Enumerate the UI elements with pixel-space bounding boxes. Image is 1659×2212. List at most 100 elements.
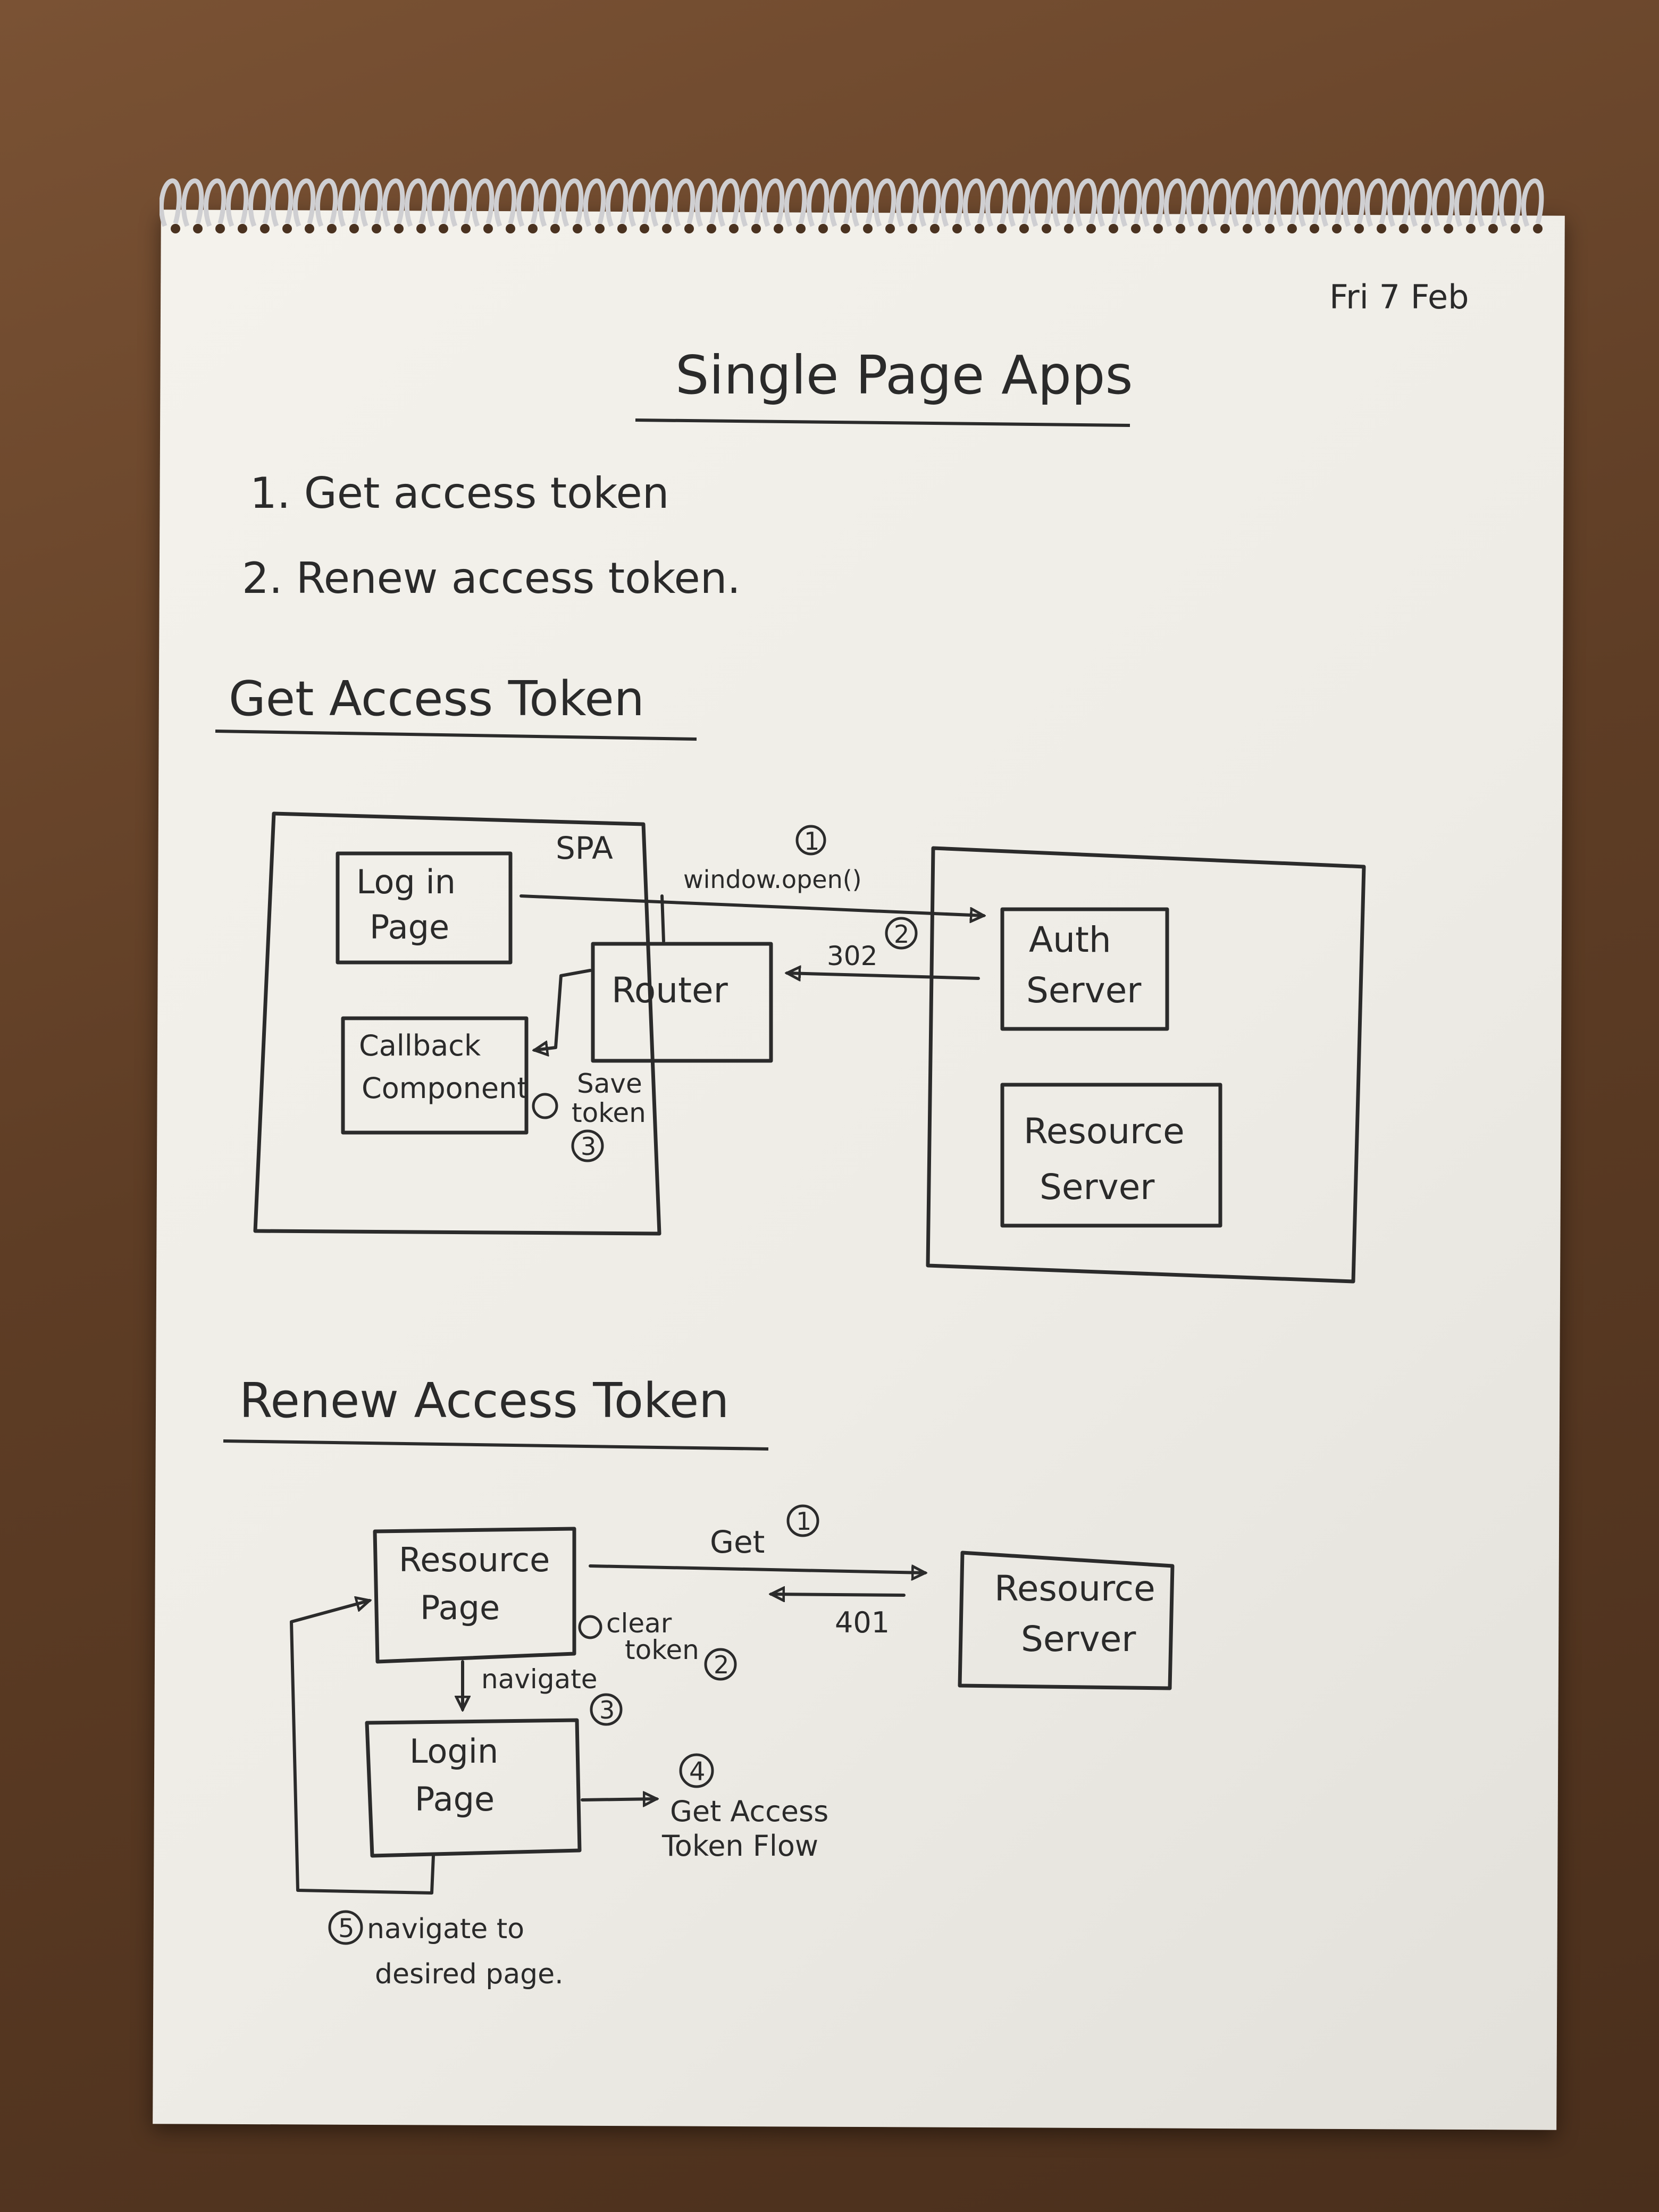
spiral-ring [560,178,584,227]
spiral-ring [1409,178,1432,227]
list-item-2: 2. Renew access token. [242,554,741,603]
spiral-hole [774,224,783,233]
callback-label-line2: Component [362,1071,529,1105]
spiral-ring [292,178,316,227]
spiral-ring [694,178,718,227]
spiral-ring [761,178,785,227]
spiral-hole [416,224,426,233]
spiral-ring [1253,178,1276,227]
spiral-ring [449,178,472,227]
spiral-ring [672,178,696,227]
spiral-hole [1377,224,1386,233]
spiral-hole [952,224,962,233]
list-item-1: 1. Get access token [250,468,669,518]
step1-circle [795,825,826,856]
login-page-label-line2: Page [370,908,449,946]
router-to-callback-arrow [534,969,592,1050]
resource-server-box-1 [1000,1083,1222,1228]
spiral-hole [885,224,895,233]
spa-label: SPA [556,830,613,866]
spiral-ring [828,178,852,227]
spiral-hole [1198,224,1208,233]
spiral-ring [1342,178,1365,227]
get-label: Get [710,1524,765,1560]
spiral-hole [1265,224,1275,233]
spiral-hole [372,224,381,233]
spiral-hole [1220,224,1230,233]
login-to-router-connector [660,894,665,943]
spiral-ring [1230,178,1254,227]
spiral-ring [1208,178,1231,227]
clear-token-label-line1: clear [606,1608,672,1639]
spiral-ring [1320,178,1343,227]
clear-token-circle-small [578,1615,602,1639]
spiral-ring [359,178,383,227]
spiral-hole [394,224,404,233]
spiral-ring [1052,178,1075,227]
spiral-ring [1163,178,1187,227]
spiral-ring [1029,178,1053,227]
spiral-ring [1387,178,1410,227]
spiral-ring [315,178,338,227]
spiral-hole [1511,224,1520,233]
section-heading-underline-2 [223,1439,769,1451]
spiral-ring [918,178,941,227]
spiral-hole [1243,224,1252,233]
spiral-hole [282,224,292,233]
spiral-hole [1332,224,1342,233]
spiral-hole [1421,224,1431,233]
callback-component-box [341,1016,529,1135]
login-page-box [336,851,513,965]
spiral-ring [1364,178,1388,227]
spiral-hole [439,224,448,233]
window-open-arrow [520,894,984,916]
get-number: 1 [796,1507,811,1536]
spiral-ring [627,178,651,227]
auth-server-label-line1: Auth [1029,919,1111,960]
spiral-hole [729,224,739,233]
spiral-ring [1074,178,1097,227]
auth-server-box [1000,907,1169,1031]
spiral-hole [1444,224,1453,233]
spiral-hole [863,224,873,233]
spiral-ring [426,178,450,227]
spiral-hole [1354,224,1364,233]
spiral-hole [1287,224,1297,233]
get-circle [786,1504,819,1537]
spiral-ring [583,178,606,227]
spiral-ring [985,178,1008,227]
spiral-hole [1019,224,1029,233]
spiral-hole [617,224,627,233]
page-title: Single Page Apps [675,344,1133,406]
spiral-hole [305,224,314,233]
get-access-token-flow-arrow [581,1799,657,1800]
spiral-hole [1131,224,1141,233]
clear-token-label-line2: token [625,1635,699,1665]
spiral-ring [895,178,919,227]
navigate-label: navigate [481,1664,598,1695]
spiral-binding [160,178,1544,233]
desired-page-label-line2: desired page. [375,1958,564,1990]
spiral-hole [573,224,582,233]
spiral-hole [975,224,984,233]
spiral-hole [662,224,672,233]
desired-page-label-line1: navigate to [367,1913,524,1945]
flow-number: 4 [689,1757,706,1787]
save-token-circle-small [532,1093,558,1119]
step3-number: 3 [581,1132,596,1161]
spiral-ring [203,178,227,227]
spiral-hole [997,224,1007,233]
section-heading-underline-1 [215,730,697,741]
spiral-hole [1310,224,1319,233]
resource-server-box-2 [958,1551,1175,1690]
spiral-hole [1466,224,1476,233]
resource-server-2-label-line2: Server [1021,1619,1136,1660]
spiral-hole [550,224,560,233]
login-page-2-label-line1: Login [409,1732,498,1771]
clear-token-number: 2 [714,1650,729,1679]
spiral-ring [1476,178,1499,227]
spiral-ring [1297,178,1321,227]
spiral-hole [483,224,493,233]
server-container [926,846,1366,1284]
